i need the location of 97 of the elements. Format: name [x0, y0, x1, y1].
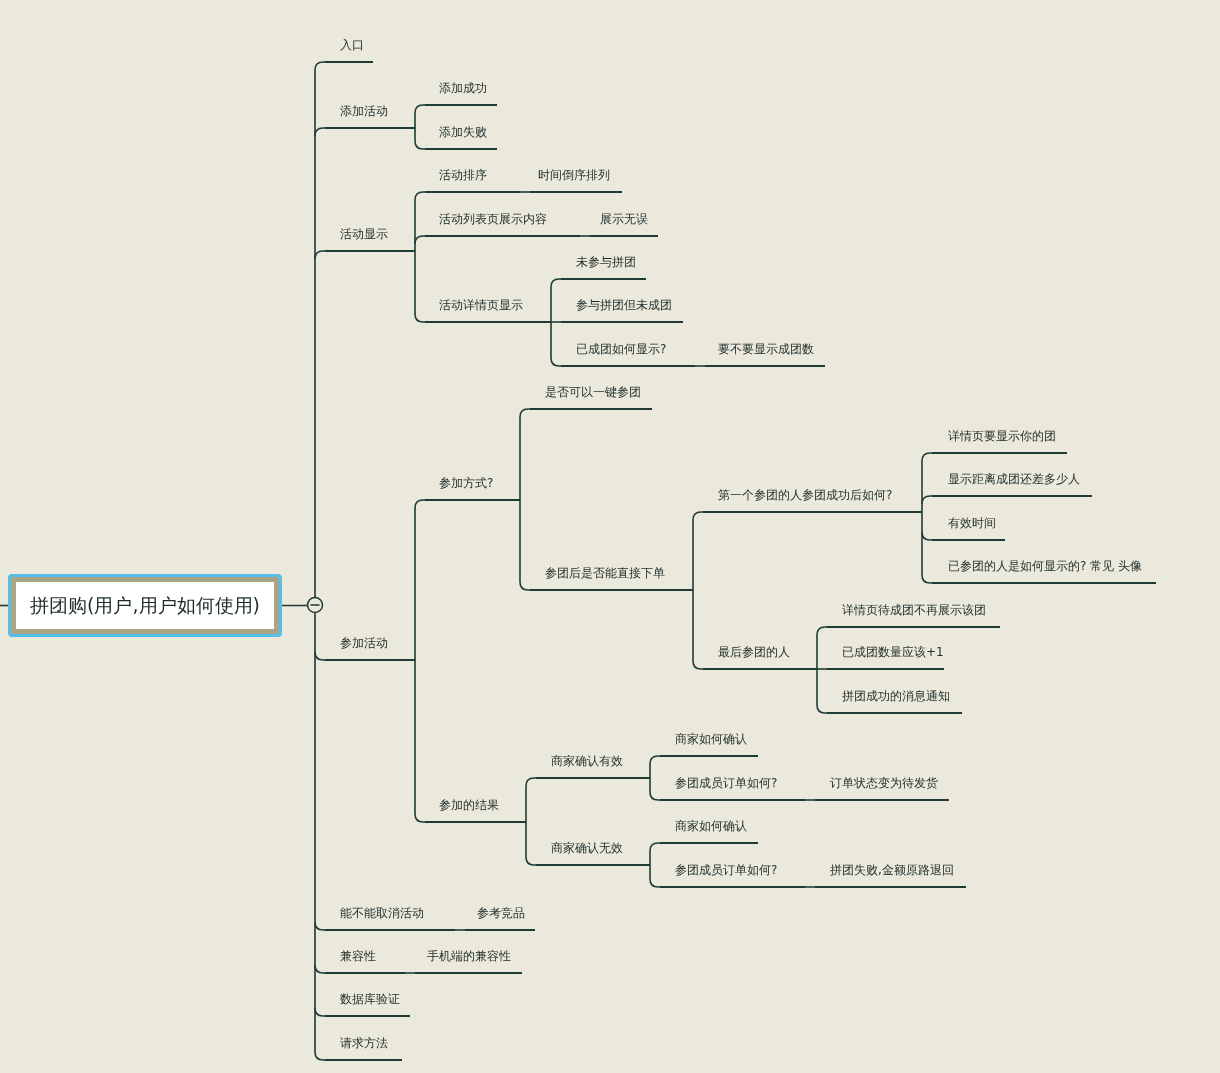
- branch-line: [414, 499, 426, 509]
- topic-label: 参考竞品: [465, 903, 535, 931]
- branch-line: [921, 574, 933, 584]
- branch-line: [414, 191, 426, 201]
- branch-line: [414, 112, 416, 142]
- branch-line: [314, 1007, 326, 1017]
- topic-label: 未参与拼团: [561, 252, 646, 280]
- branch-line: [525, 856, 537, 866]
- branch-line: [281, 69, 316, 1053]
- branch-line: [519, 191, 531, 193]
- topic-label: 拼团失败,金额原路退回: [815, 860, 966, 888]
- topic-label: 显示距离成团还差多少人: [932, 469, 1092, 497]
- topic-label: 添加成功: [425, 78, 497, 106]
- topic-label: 能不能取消活动: [325, 903, 455, 931]
- branch-line: [649, 842, 661, 852]
- branch-line: [314, 1051, 326, 1061]
- topic-label: 活动显示: [325, 224, 415, 252]
- central-topic: 拼团购(用户,用户如何使用): [8, 574, 282, 637]
- branch-line: [414, 104, 426, 114]
- topic-label: 拼团成功的消息通知: [827, 686, 962, 714]
- topic-label: 商家确认有效: [536, 751, 650, 779]
- topic-label: 兼容性: [325, 946, 405, 974]
- topic-label: 已成团数量应该+1: [827, 642, 944, 670]
- branch-line: [414, 813, 426, 823]
- branch-line: [314, 921, 326, 931]
- branch-line: [454, 929, 466, 931]
- branch-line: [804, 886, 816, 888]
- topic-label: 商家确认无效: [536, 838, 650, 866]
- topic-label: 请求方法: [325, 1033, 402, 1061]
- branch-line: [816, 634, 818, 706]
- branch-line: [314, 651, 326, 661]
- topic-label: 入口: [325, 35, 373, 63]
- topic-label: 参团后是否能直接下单: [530, 563, 693, 591]
- topic-label: 参加方式?: [425, 473, 520, 501]
- branch-line: [519, 408, 531, 418]
- branch-line: [550, 286, 552, 359]
- branch-line: [649, 791, 661, 801]
- topic-label: 已参团的人是如何显示的? 常见 头像: [932, 556, 1156, 584]
- branch-line: [649, 755, 661, 765]
- topic-label: 参团成员订单如何?: [660, 773, 805, 801]
- branch-line: [314, 127, 326, 137]
- branch-line: [692, 519, 694, 662]
- branch-line: [692, 511, 704, 521]
- branch-line: [525, 777, 537, 787]
- branch-line: [414, 313, 426, 323]
- branch-line: [404, 972, 416, 974]
- branch-line: [649, 878, 661, 888]
- branch-line: [414, 507, 416, 815]
- topic-label: 参与拼团但未成团: [561, 295, 683, 323]
- branch-line: [314, 964, 326, 974]
- branch-line: [525, 785, 527, 858]
- branch-line: [921, 452, 933, 462]
- branch-line: [519, 581, 531, 591]
- topic-label: 订单状态变为待发货: [815, 773, 949, 801]
- topic-label: 时间倒序排列: [530, 165, 622, 193]
- topic-label: 参加活动: [325, 633, 415, 661]
- branch-line: [692, 660, 704, 670]
- topic-label: 商家如何确认: [660, 729, 758, 757]
- branch-line: [921, 495, 933, 505]
- branch-line: [550, 357, 562, 367]
- topic-label: 添加活动: [325, 101, 415, 129]
- topic-label: 详情页要显示你的团: [932, 426, 1067, 454]
- topic-label: 参团成员订单如何?: [660, 860, 805, 888]
- topic-label: 已成团如何显示?: [561, 339, 695, 367]
- branch-line: [816, 668, 828, 670]
- branch-line: [816, 626, 828, 636]
- branch-line: [579, 235, 591, 237]
- topic-label: 添加失败: [425, 122, 497, 150]
- topic-label: 最后参团的人: [703, 642, 817, 670]
- topic-label: 活动详情页显示: [425, 295, 551, 323]
- topic-label: 参加的结果: [425, 795, 526, 823]
- topic-label: 活动排序: [425, 165, 520, 193]
- branch-line: [649, 763, 651, 793]
- branch-line: [314, 250, 326, 260]
- topic-label: 手机端的兼容性: [415, 946, 522, 974]
- branch-line: [519, 416, 521, 583]
- branch-line: [414, 235, 426, 245]
- branch-line: [414, 140, 426, 150]
- topic-label: 是否可以一键参团: [530, 382, 652, 410]
- branch-line: [694, 365, 706, 367]
- branch-line: [649, 850, 651, 880]
- branch-line: [921, 460, 923, 576]
- topic-label: 活动列表页展示内容: [425, 209, 580, 237]
- branch-line: [816, 704, 828, 714]
- topic-label: 商家如何确认: [660, 816, 758, 844]
- topic-label: 要不要显示成团数: [705, 339, 825, 367]
- branch-line: [550, 321, 562, 323]
- topic-label: 展示无误: [590, 209, 658, 237]
- topic-label: 详情页待成团不再展示该团: [827, 600, 1000, 628]
- branch-line: [414, 199, 416, 315]
- branch-line: [314, 61, 326, 71]
- branch-line: [804, 799, 816, 801]
- branch-line: [550, 278, 562, 288]
- branch-line: [921, 531, 933, 541]
- topic-label: 第一个参团的人参团成功后如何?: [703, 485, 922, 513]
- topic-label: 数据库验证: [325, 989, 410, 1017]
- topic-label: 有效时间: [932, 513, 1005, 541]
